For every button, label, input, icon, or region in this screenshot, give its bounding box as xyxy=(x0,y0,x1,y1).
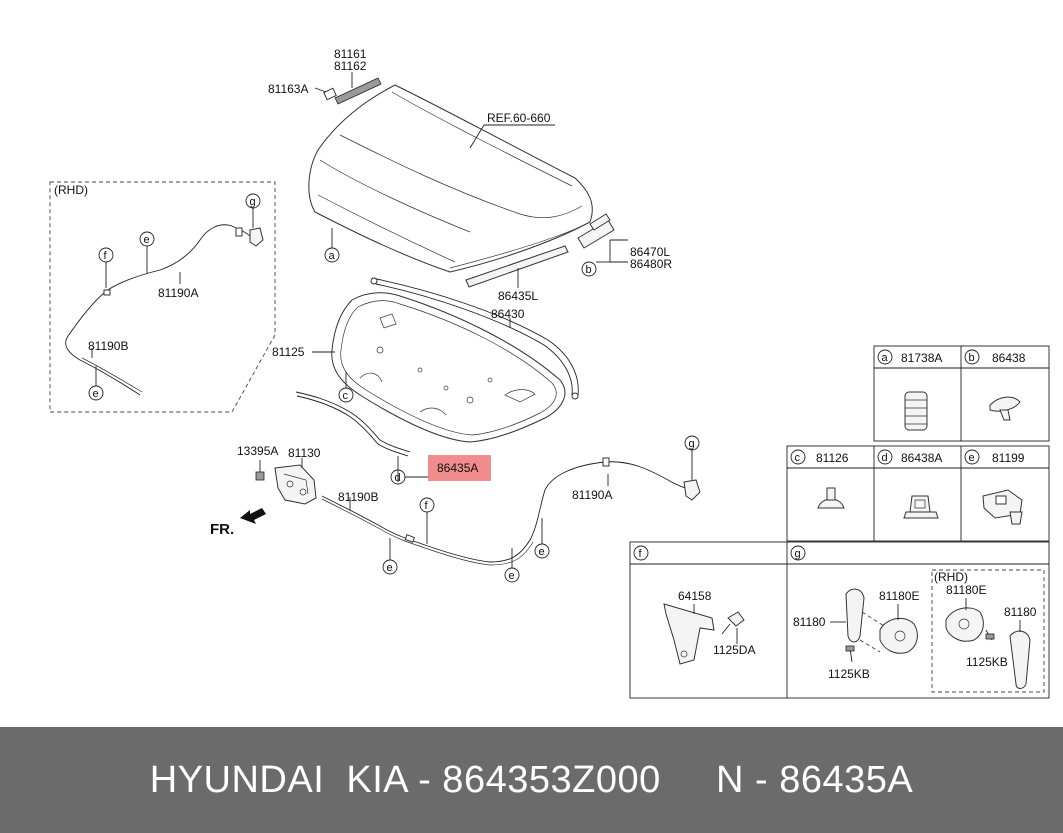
svg-text:c: c xyxy=(795,452,801,464)
part-86435l: 86435L xyxy=(498,289,538,303)
callout-e-rhd-2 xyxy=(88,385,104,401)
part-13395a: 13395A xyxy=(237,444,278,458)
svg-text:c: c xyxy=(343,390,349,402)
rhd-label-small: (RHD) xyxy=(934,570,968,584)
part-86480r: 86480R xyxy=(630,257,672,271)
callout-f-main xyxy=(419,497,435,513)
callout-e-3 xyxy=(534,543,550,559)
legend-f-bracket: 64158 xyxy=(678,589,712,603)
callout-a-hood xyxy=(324,247,340,263)
svg-text:e: e xyxy=(387,562,393,574)
svg-text:a: a xyxy=(329,250,336,262)
legend-g-rhd-housing: 81180E xyxy=(946,583,986,597)
svg-text:g: g xyxy=(689,438,695,450)
callout-d xyxy=(390,469,406,485)
svg-text:d: d xyxy=(395,472,401,484)
callout-c-pad xyxy=(338,387,354,403)
legend-table-fg xyxy=(629,541,1050,699)
part-86430: 86430 xyxy=(491,307,525,321)
hood-lift-strut xyxy=(314,72,382,105)
rhd-cable-box xyxy=(49,181,276,413)
callout-e-1 xyxy=(382,559,398,575)
part-81163a: 81163A xyxy=(268,82,308,96)
hood-insulator-pad xyxy=(312,292,566,443)
hood-weatherstrip-86435a xyxy=(295,391,428,482)
hood-release-cable-main xyxy=(321,457,701,566)
legend-b-part: 86438 xyxy=(992,351,1026,365)
svg-text:e: e xyxy=(509,570,515,582)
ref-label: REF.60-660 xyxy=(487,111,551,125)
svg-text:g: g xyxy=(795,548,801,560)
svg-text:a: a xyxy=(882,352,889,364)
legend-table-ab xyxy=(873,345,1050,442)
rhd-label-top: (RHD) xyxy=(54,183,88,197)
part-81161: 81161 xyxy=(334,47,367,61)
svg-text:f: f xyxy=(639,548,643,560)
legend-a-part: 81738A xyxy=(901,351,942,365)
hood-latch-81130 xyxy=(255,458,317,505)
legend-g-housing: 81180E xyxy=(879,589,919,603)
svg-text:d: d xyxy=(882,452,888,464)
legend-g-handle: 81180 xyxy=(793,615,826,629)
callout-f-rhd xyxy=(98,247,114,263)
part-81162: 81162 xyxy=(334,59,367,73)
hood-panel xyxy=(308,84,593,273)
svg-text:e: e xyxy=(93,388,99,400)
svg-text:e: e xyxy=(969,452,975,464)
hood-rubber-seal xyxy=(370,277,579,400)
front-direction-arrow xyxy=(240,508,266,524)
svg-text:b: b xyxy=(969,352,975,364)
legend-g-rhd-screw: 1125KB xyxy=(966,655,1008,669)
part-number-footer: HYUNDAI KIA - 864353Z000 N - 86435A xyxy=(0,727,1063,833)
part-81190a-rhd: 81190A xyxy=(158,286,198,300)
callout-e-2 xyxy=(504,567,520,583)
hood-side-seal xyxy=(577,213,628,263)
part-81190b-rhd: 81190B xyxy=(88,339,128,353)
svg-text:b: b xyxy=(586,264,592,276)
part-81125: 81125 xyxy=(272,345,305,359)
legend-table-cde xyxy=(786,445,1050,542)
svg-text:g: g xyxy=(250,196,256,208)
svg-text:e: e xyxy=(539,546,545,558)
parts-diagram: REF.60-660 81161 81162 81163A a 86435L b… xyxy=(49,47,1050,699)
callout-g-main xyxy=(684,435,700,451)
legend-g-rhd-handle: 81180 xyxy=(1004,605,1037,619)
legend-c-part: 81126 xyxy=(816,451,849,465)
part-81190b-main: 81190B xyxy=(338,490,378,504)
hood-weatherstrip-front xyxy=(465,245,569,288)
legend-e-part: 81199 xyxy=(992,451,1025,465)
part-81190a-main: 81190A xyxy=(572,488,612,502)
svg-text:f: f xyxy=(425,500,429,512)
part-86470l: 86470L xyxy=(630,245,670,259)
svg-text:e: e xyxy=(144,234,150,246)
callout-g-rhd xyxy=(245,193,261,209)
highlight-86435a xyxy=(428,455,491,481)
front-label: FR. xyxy=(210,521,234,538)
part-81130: 81130 xyxy=(288,446,321,460)
legend-f-bolt: 1125DA xyxy=(713,643,755,657)
part-86435a: 86435A xyxy=(437,461,478,475)
callout-b-seal xyxy=(581,261,597,277)
legend-g-screw: 1125KB xyxy=(828,667,870,681)
legend-d-part: 86438A xyxy=(901,451,942,465)
svg-text:f: f xyxy=(104,250,108,262)
callout-e-rhd-1 xyxy=(139,231,155,247)
